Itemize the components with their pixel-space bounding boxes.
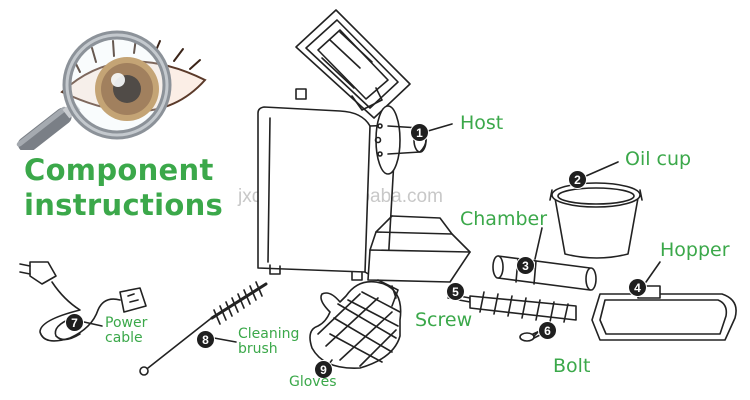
badge-host: 1 — [410, 123, 429, 142]
badge-bolt: 6 — [538, 321, 557, 340]
label-cleaning-brush-line-2: brush — [238, 342, 299, 357]
chamber-illustration — [493, 256, 596, 290]
label-chamber: Chamber — [460, 210, 547, 230]
hopper-illustration — [592, 286, 736, 340]
gloves-illustration — [310, 280, 401, 368]
badge-power-cable: 7 — [65, 313, 84, 332]
label-screw: Screw — [415, 311, 472, 331]
label-gloves: Gloves — [289, 375, 337, 390]
label-cleaning-brush-line-1: Cleaning — [238, 327, 299, 342]
badge-screw: 5 — [446, 282, 465, 301]
label-host: Host — [460, 114, 503, 134]
badge-hopper: 4 — [628, 278, 647, 297]
label-power-cable: Power cable — [105, 316, 147, 345]
label-bolt: Bolt — [553, 357, 590, 377]
label-hopper: Hopper — [660, 241, 730, 261]
badge-chamber: 3 — [516, 256, 535, 275]
host-illustration — [258, 10, 470, 282]
label-oil-cup: Oil cup — [625, 150, 691, 170]
oil-cup-illustration — [550, 183, 642, 258]
label-cleaning-brush: Cleaning brush — [238, 327, 299, 356]
badge-cleaning-brush: 8 — [196, 330, 215, 349]
label-power-cable-line-1: Power — [105, 316, 147, 331]
label-power-cable-line-2: cable — [105, 331, 147, 346]
badge-oil-cup: 2 — [568, 170, 587, 189]
